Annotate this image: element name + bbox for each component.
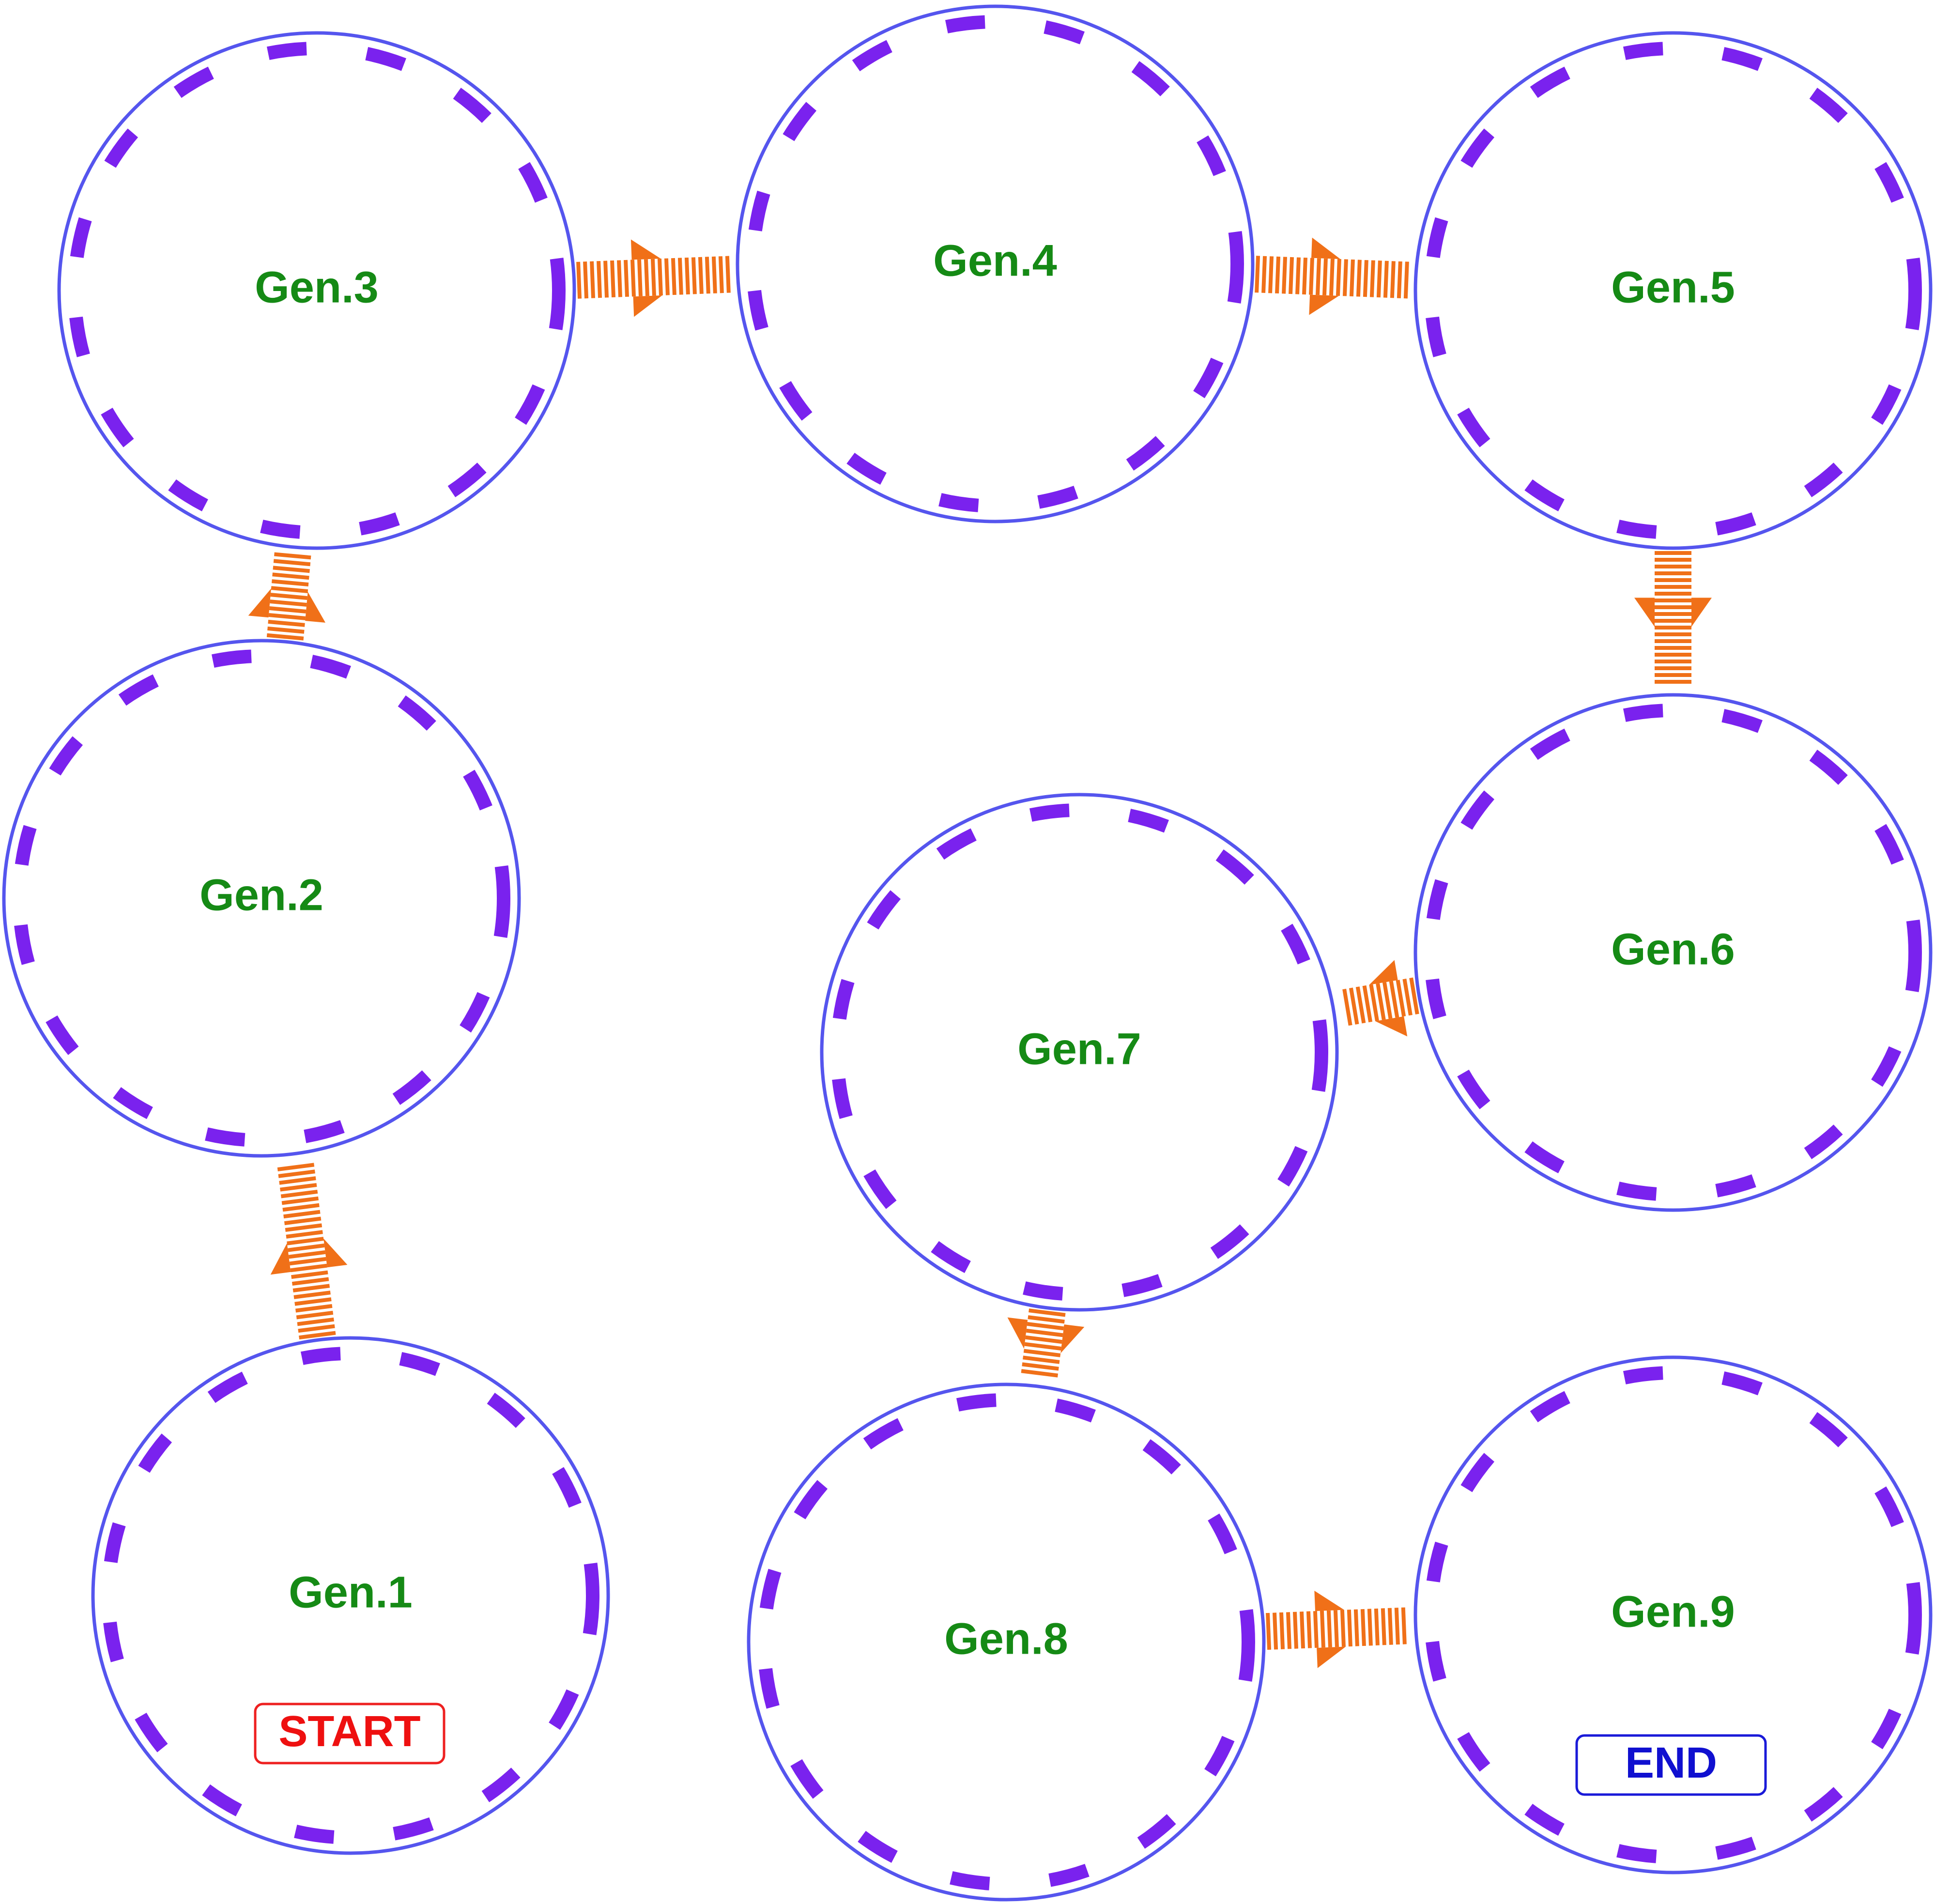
node-label: Gen.3 [255,262,379,312]
arrow-gen7-to-gen8 [1007,1308,1085,1378]
node-dashed-ring [830,803,1328,1301]
start-tag-label: START [278,1707,420,1756]
node-gen7: Gen.7 [820,793,1339,1312]
node-label: Gen.8 [944,1614,1068,1663]
node-outline [747,1382,1266,1902]
start-tag-box [254,1703,445,1765]
node-label: Gen.9 [1611,1587,1735,1636]
node-gen6: Gen.6 [1413,693,1933,1212]
node-gen5: Gen.5 [1413,31,1933,550]
node-outline [57,31,576,550]
arrow-gen5-to-gen6 [1634,551,1712,684]
node-outline [1413,31,1933,550]
node-dashed-ring [13,649,510,1147]
arrow-gen8-to-gen9 [1266,1591,1407,1668]
node-label: Gen.7 [1017,1024,1141,1074]
arrow-gen2-to-gen3 [248,552,326,641]
node-gen3: Gen.3 [57,31,576,550]
node-outline [1413,1355,1933,1874]
node-dashed-ring [102,1347,599,1844]
end-tag-label: END [1625,1739,1717,1787]
node-dashed-ring [1424,42,1922,539]
node-dashed-ring [757,1393,1255,1891]
node-dashed-ring [1424,1366,1922,1864]
end-tag: END [1575,1734,1767,1796]
node-outline [91,1336,610,1855]
node-gen4: Gen.4 [736,4,1255,523]
node-dashed-ring [746,15,1244,513]
arrow-gen6-to-gen7 [1342,960,1419,1037]
start-tag: START [254,1703,445,1765]
node-outline [1413,693,1933,1212]
end-tag-box [1575,1734,1767,1796]
arrow-gen4-to-gen5 [1255,237,1409,315]
node-label: Gen.6 [1611,924,1735,974]
arrows-layer [248,237,1712,1668]
node-dashed-ring [68,42,566,539]
node-gen8: Gen.8 [747,1382,1266,1902]
node-label: Gen.5 [1611,262,1735,312]
node-gen2: Gen.2 [2,639,521,1158]
arrow-gen1-to-gen2 [270,1163,348,1340]
arrow-gen3-to-gen4 [576,239,731,317]
node-label: Gen.2 [200,870,323,920]
node-outline [820,793,1339,1312]
node-label: Gen.1 [289,1567,413,1617]
node-label: Gen.4 [933,236,1057,285]
node-outline [2,639,521,1158]
node-dashed-ring [1424,704,1922,1201]
node-outline [736,4,1255,523]
